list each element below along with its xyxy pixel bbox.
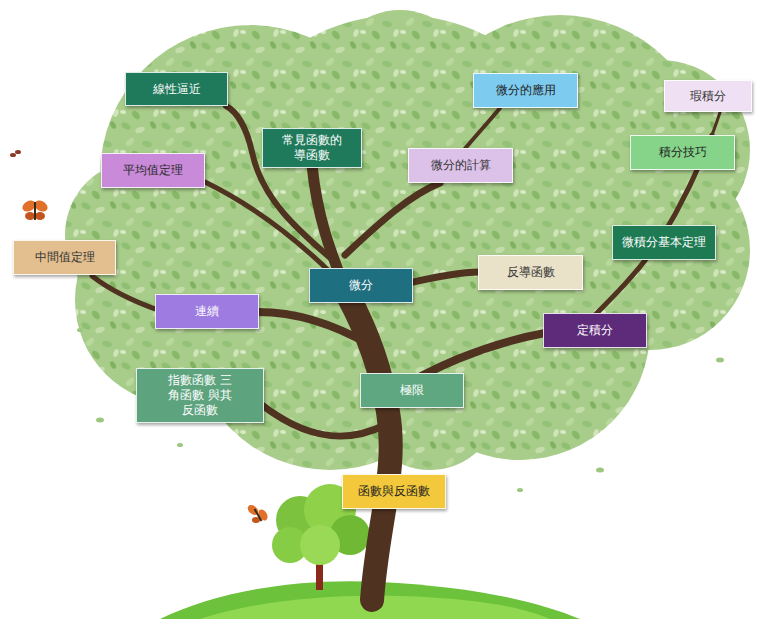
topic-box: 常見函數的 導函數	[262, 128, 362, 168]
topic-label: 連續	[195, 304, 219, 319]
topic-box: 定積分	[543, 313, 647, 348]
topic-label: 中間值定理	[35, 250, 95, 265]
topic-box: 反導函數	[478, 255, 583, 290]
topic-box: 微積分基本定理	[612, 225, 716, 260]
topic-box: 瑕積分	[664, 80, 752, 112]
topic-label: 線性逼近	[153, 82, 201, 97]
topic-label: 定積分	[577, 323, 613, 338]
topic-label: 常見函數的 導函數	[277, 133, 347, 163]
topic-box: 積分技巧	[630, 135, 735, 170]
topic-label: 微積分基本定理	[622, 235, 706, 250]
topic-box: 微分的應用	[473, 73, 578, 108]
topic-label: 微分的計算	[431, 158, 491, 173]
topic-label: 函數與反函數	[358, 484, 430, 499]
topic-label: 積分技巧	[659, 145, 707, 160]
topic-label: 瑕積分	[690, 89, 726, 104]
topic-label: 平均值定理	[123, 163, 183, 178]
topic-box: 平均值定理	[101, 153, 205, 188]
topic-box: 微分的計算	[408, 148, 513, 183]
topic-box: 連續	[155, 294, 259, 329]
topic-box: 線性逼近	[125, 72, 228, 106]
topic-label: 微分	[349, 278, 373, 293]
topic-box: 中間值定理	[13, 240, 116, 275]
topic-label: 極限	[400, 383, 424, 398]
topic-label: 反導函數	[507, 265, 555, 280]
topic-label: 指數函數 三角函數 與其反函數	[167, 373, 233, 418]
topic-label: 微分的應用	[496, 83, 556, 98]
topic-box: 函數與反函數	[342, 474, 446, 509]
topic-box: 極限	[360, 373, 464, 408]
topic-box: 指數函數 三角函數 與其反函數	[136, 368, 264, 423]
topic-box: 微分	[309, 268, 413, 303]
